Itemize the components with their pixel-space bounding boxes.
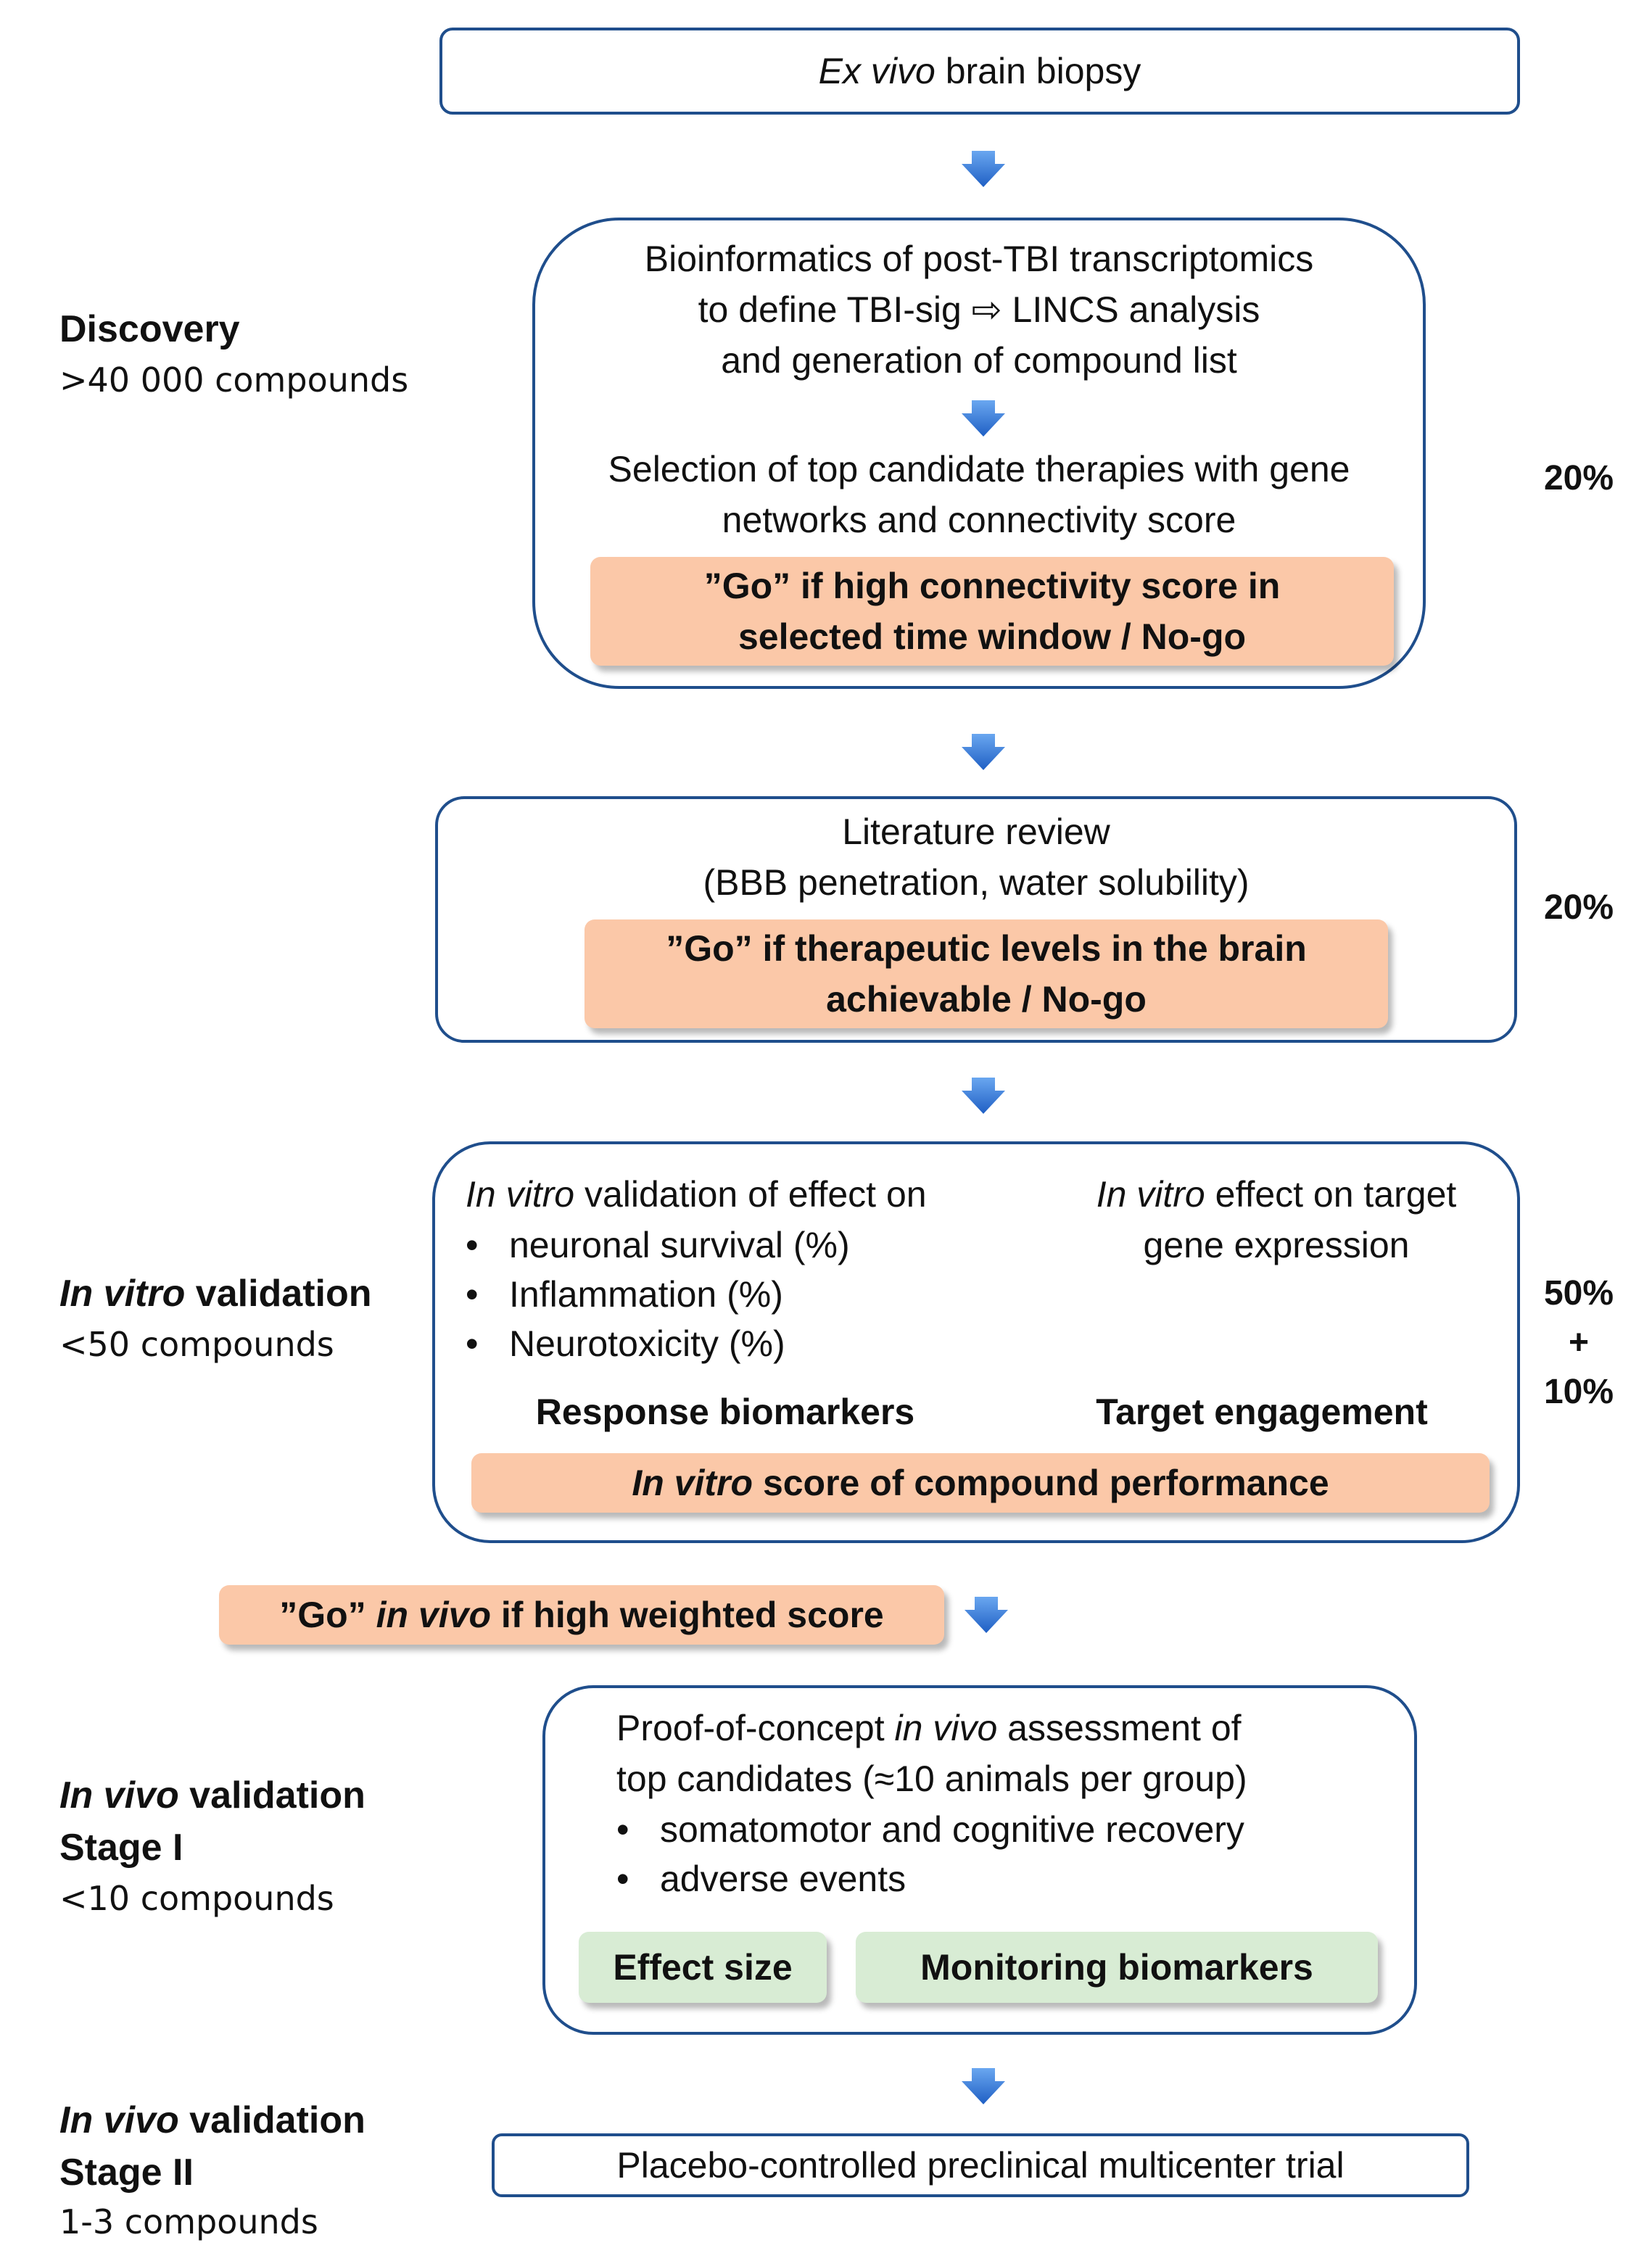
bullet-text: Inflammation (%) <box>509 1274 783 1315</box>
discovery-line2b: LINCS analysis <box>1001 289 1260 330</box>
in-vitro-title-rest: validation <box>185 1273 372 1315</box>
left-head-rest: validation of effect on <box>574 1174 927 1215</box>
ex-vivo-biopsy-box: Ex vivo brain biopsy <box>439 28 1520 115</box>
literature-gate-line1: ”Go” if therapeutic levels in the brain <box>666 928 1307 969</box>
right-head-em: In vitro <box>1096 1174 1205 1215</box>
stage1-title-em: In vivo <box>59 1774 179 1816</box>
discovery-line5: networks and connectivity score <box>722 500 1236 540</box>
in-vitro-weight-1: 50% <box>1543 1274 1614 1313</box>
in-vitro-title: In vitro validation <box>59 1268 372 1320</box>
discovery-count: >40 000 compounds <box>59 360 409 400</box>
right-head-rest: effect on target <box>1205 1174 1457 1215</box>
multicenter-trial-label: Placebo-controlled preclinical multicent… <box>616 2145 1345 2186</box>
discovery-go-nogo: ”Go” if high connectivity score in selec… <box>590 557 1394 666</box>
literature-weight: 20% <box>1543 888 1614 927</box>
ex-vivo-em: Ex vivo <box>818 51 936 91</box>
discovery-line3: and generation of compound list <box>721 340 1237 381</box>
stage1-line1: Proof-of-concept in vivo assessment of <box>616 1703 1242 1753</box>
bullet-text: neuronal survival (%) <box>509 1225 850 1265</box>
discovery-gate-line1: ”Go” if high connectivity score in <box>703 566 1281 606</box>
stage2-title: In vivo validation <box>59 2094 365 2146</box>
down-arrow-icon <box>962 1078 1005 1114</box>
target-engagement-label: Target engagement <box>1096 1392 1428 1432</box>
literature-line1: Literature review <box>842 811 1110 852</box>
score-rest: score of compound performance <box>753 1463 1329 1503</box>
stage1-line1a: Proof-of-concept <box>616 1708 895 1748</box>
down-arrow-icon <box>962 2068 1005 2104</box>
stage2-title-rest: validation <box>178 2099 365 2141</box>
down-arrow-icon <box>962 151 1005 187</box>
in-vitro-title-em: In vitro <box>59 1273 186 1315</box>
monitoring-biomarkers-badge: Monitoring biomarkers <box>856 1932 1378 2003</box>
go-pre: ”Go” <box>279 1595 376 1635</box>
discovery-line2a: to define TBI-sig <box>698 289 972 330</box>
discovery-line4: Selection of top candidate therapies wit… <box>608 449 1350 489</box>
stage1-line1b: assessment of <box>997 1708 1242 1748</box>
left-head-em: In vitro <box>466 1174 575 1215</box>
go-em: in vivo <box>376 1595 491 1635</box>
stage2-title-em: In vivo <box>59 2099 179 2141</box>
bullet-text: Neurotoxicity (%) <box>509 1323 785 1364</box>
bullet-text: adverse events <box>660 1859 906 1899</box>
discovery-line1: Bioinformatics of post-TBI transcriptomi… <box>644 239 1314 279</box>
ex-vivo-biopsy-label: Ex vivo brain biopsy <box>442 30 1517 112</box>
discovery-title: Discovery <box>59 308 240 350</box>
in-vitro-weight-plus: + <box>1568 1323 1590 1362</box>
go-post: if high weighted score <box>490 1595 884 1635</box>
stage1-title: In vivo validation <box>59 1769 365 1822</box>
in-vitro-right-head: In vitro effect on target <box>1044 1169 1508 1220</box>
discovery-weight: 20% <box>1543 459 1614 497</box>
stage1-line1-em: in vivo <box>894 1708 998 1748</box>
ex-vivo-rest: brain biopsy <box>935 51 1141 91</box>
stage1-line2: top candidates (≈10 animals per group) <box>616 1758 1247 1799</box>
literature-line2: (BBB penetration, water solubility) <box>703 862 1250 903</box>
in-vitro-score: In vitro score of compound performance <box>471 1453 1490 1513</box>
multicenter-trial-box: Placebo-controlled preclinical multicent… <box>492 2133 1469 2197</box>
in-vitro-weight-2: 10% <box>1543 1373 1614 1411</box>
score-em: In vitro <box>632 1463 753 1503</box>
in-vitro-right-head-2: gene expression <box>1143 1225 1410 1265</box>
literature-gate-line2: achievable / No-go <box>826 979 1147 1020</box>
response-biomarkers-label: Response biomarkers <box>535 1392 915 1432</box>
stage1-count: <10 compounds <box>59 1879 334 1918</box>
right-hollow-arrow-icon: ⇨ <box>971 289 1002 330</box>
literature-go-nogo: ”Go” if therapeutic levels in the brain … <box>585 919 1388 1028</box>
discovery-line2: to define TBI-sig ⇨ LINCS analysis <box>537 284 1421 335</box>
stage1-title-2: Stage I <box>59 1827 183 1869</box>
go-in-vivo-gate: ”Go” in vivo if high weighted score <box>219 1585 944 1645</box>
effect-size-badge: Effect size <box>579 1932 827 2003</box>
in-vitro-left-head: In vitro validation of effect on <box>466 1169 927 1220</box>
stage2-count: 1-3 compounds <box>59 2202 318 2241</box>
discovery-gate-line2: selected time window / No-go <box>738 616 1247 657</box>
stage2-title-2: Stage II <box>59 2152 194 2194</box>
bullet-text: somatomotor and cognitive recovery <box>660 1809 1244 1850</box>
down-arrow-icon <box>965 1597 1008 1633</box>
down-arrow-icon <box>962 400 1005 437</box>
in-vitro-count: <50 compounds <box>59 1325 334 1364</box>
stage1-title-rest: validation <box>178 1774 365 1816</box>
down-arrow-icon <box>962 734 1005 770</box>
